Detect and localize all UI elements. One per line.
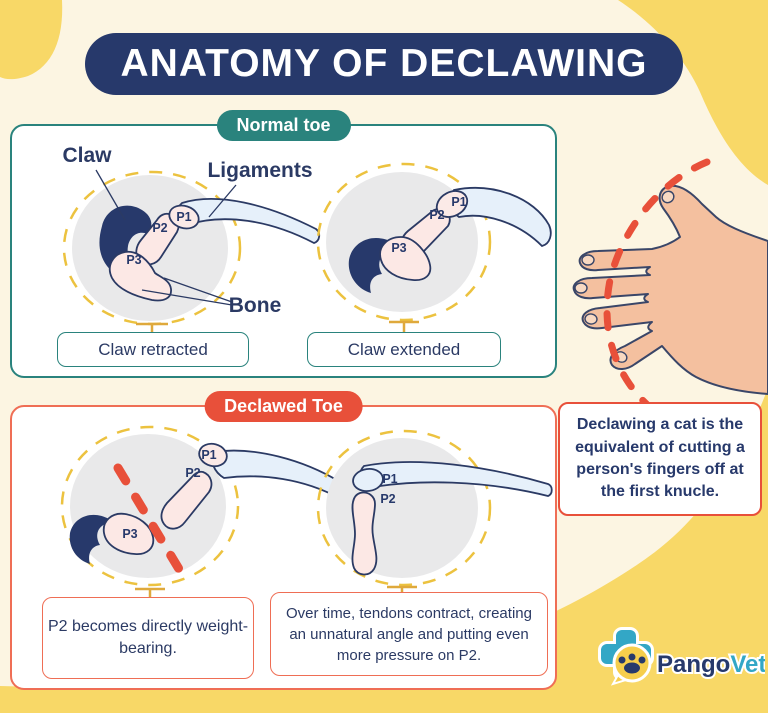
dashed-circle xyxy=(60,425,240,587)
title-banner: ANATOMY OF DECLAWING xyxy=(85,33,683,95)
bone-pointer-line-1 xyxy=(163,277,233,303)
paw-icon xyxy=(638,656,646,664)
diagram-claw-retracted: Claw Ligaments Bone P1 P2 P3 xyxy=(62,144,321,336)
bone-p1-shape xyxy=(198,442,228,468)
diagram-declawed-contracted: P1 P2 xyxy=(316,429,553,598)
p3-label: P3 xyxy=(122,527,137,541)
paw-icon xyxy=(628,653,636,661)
fingernail xyxy=(661,190,675,204)
bone-p2-shape xyxy=(160,470,213,530)
declawed-toe-badge: Declawed Toe xyxy=(204,391,363,422)
caption-claw-extended: Claw extended xyxy=(307,332,501,367)
bone-pointer-line-2 xyxy=(141,289,233,306)
pangovet-logo: PangoVet xyxy=(598,627,765,686)
hand-illustration xyxy=(572,158,768,415)
fingernail xyxy=(574,282,588,294)
bone-label: Bone xyxy=(229,294,282,317)
p1-label: P1 xyxy=(451,195,466,209)
bg-blob-top-right xyxy=(618,0,768,185)
bg-blob-top-left xyxy=(0,0,63,80)
p1-label: P1 xyxy=(382,472,397,486)
amputation-cut-line xyxy=(113,463,187,579)
caption-tendons-contract: Over time, tendons contract, creating an… xyxy=(270,592,548,676)
paw-icon xyxy=(618,656,626,664)
toe-pad-shape xyxy=(326,438,478,578)
bone-p2-shape xyxy=(351,491,378,576)
declawed-toe-panel: Declawed Toe P1 P2 P3 P1 P2 xyxy=(10,391,557,690)
diagram-declawed-cut: P1 P2 P3 xyxy=(60,425,345,602)
bone-p3-shape xyxy=(108,250,172,302)
paw-icon xyxy=(624,662,640,674)
bone-p1-shape xyxy=(435,190,469,218)
hand-shape xyxy=(572,184,768,395)
page-title: ANATOMY OF DECLAWING xyxy=(120,42,648,85)
p1-label: P1 xyxy=(176,210,191,224)
dashed-circle xyxy=(316,429,492,587)
claw-label: Claw xyxy=(62,144,112,167)
normal-toe-panel: Normal toe Claw Ligaments Bone P1 P2 P3 xyxy=(10,110,557,378)
bone-p1-shape xyxy=(168,204,200,230)
p1-label: P1 xyxy=(201,448,216,462)
normal-toe-badge: Normal toe xyxy=(216,110,351,141)
p2-label: P2 xyxy=(185,466,200,480)
caption-claw-retracted: Claw retracted xyxy=(57,332,249,367)
knuckle-cut-arc xyxy=(603,158,711,415)
bone-p3-shape xyxy=(102,512,155,555)
p3-label: P3 xyxy=(391,241,406,255)
claw-pointer-line xyxy=(95,169,126,221)
logo-wordmark: PangoVet xyxy=(657,651,765,678)
bg-swoosh-bottom xyxy=(0,388,768,713)
bone-p3-shape xyxy=(379,236,432,281)
fingernail xyxy=(581,254,595,266)
ligaments-label: Ligaments xyxy=(207,159,312,182)
hand-note-box: Declawing a cat is the equivalent of cut… xyxy=(558,402,762,516)
logo-text-pango: Pango xyxy=(657,651,730,678)
diagram-claw-extended: P1 P2 P3 xyxy=(316,162,552,336)
logo-text-vet: Vet xyxy=(730,651,765,678)
p2-label: P2 xyxy=(380,492,395,506)
p2-label: P2 xyxy=(429,208,444,222)
dashed-circle xyxy=(316,162,492,322)
p2-label: P2 xyxy=(152,221,167,235)
fingernail xyxy=(584,313,598,325)
p3-label: P3 xyxy=(126,253,141,267)
claw-shape xyxy=(69,514,109,564)
caption-weight-bearing: P2 becomes directly weight-bearing. xyxy=(42,597,254,679)
ligaments-pointer-line xyxy=(208,184,237,218)
bone-p1-shape xyxy=(352,468,384,492)
